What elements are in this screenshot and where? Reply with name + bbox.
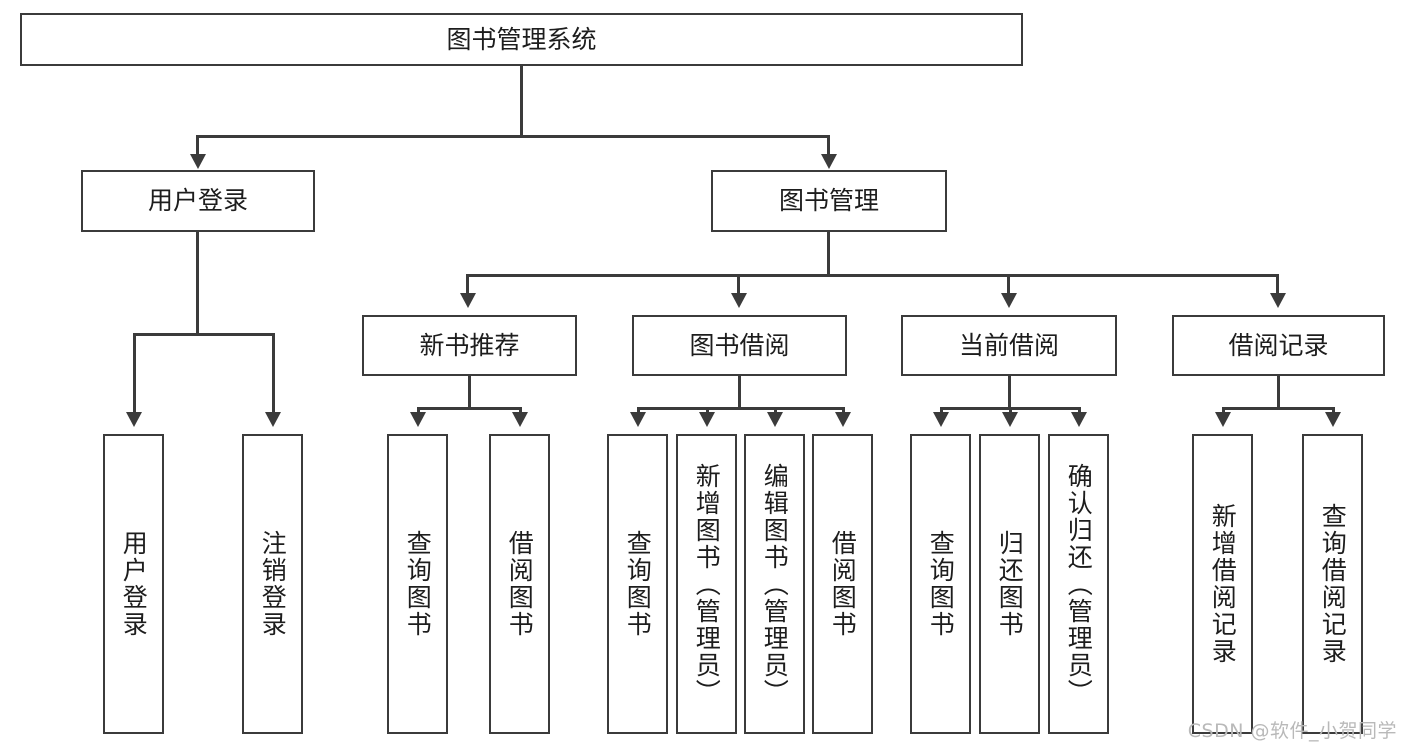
connector-current-borrow-trunk bbox=[1008, 376, 1011, 410]
connector-level3-bus bbox=[466, 274, 1279, 277]
connector-root-trunk bbox=[520, 66, 523, 137]
connector-to-borrow-record bbox=[1276, 274, 1279, 296]
node-leaf-user-login-label: 用户登录 bbox=[119, 530, 149, 638]
node-leaf-confirm-return[interactable]: 确认归还（管理员） bbox=[1048, 434, 1109, 734]
connector-root-to-user-login bbox=[196, 135, 199, 157]
node-borrow-record[interactable]: 借阅记录 bbox=[1172, 315, 1385, 376]
node-borrow-record-label: 借阅记录 bbox=[1228, 330, 1329, 360]
connector-cb-leaf1 bbox=[940, 407, 943, 415]
node-book-borrow-label: 图书借阅 bbox=[689, 330, 790, 360]
connector-br-leaf1 bbox=[1222, 407, 1225, 415]
node-leaf-borrow-book-2[interactable]: 借阅图书 bbox=[812, 434, 873, 734]
connector-borrow-record-trunk bbox=[1277, 376, 1280, 410]
node-leaf-borrow-book-2-label: 借阅图书 bbox=[828, 530, 858, 638]
node-leaf-return-book[interactable]: 归还图书 bbox=[979, 434, 1040, 734]
connector-bb-leaf2 bbox=[706, 407, 709, 415]
connector-nbr-leaf2 bbox=[519, 407, 522, 415]
arrowhead-leaf-return-book bbox=[1002, 412, 1018, 427]
connector-to-book-borrow bbox=[737, 274, 740, 296]
node-leaf-query-record[interactable]: 查询借阅记录 bbox=[1302, 434, 1363, 734]
connector-user-login-leaf1 bbox=[133, 333, 136, 415]
node-book-manage-label: 图书管理 bbox=[778, 186, 879, 215]
arrowhead-user-login bbox=[190, 154, 206, 169]
arrowhead-book-borrow bbox=[731, 293, 747, 308]
node-leaf-edit-book[interactable]: 编辑图书（管理员） bbox=[744, 434, 805, 734]
arrowhead-leaf-query-book-3 bbox=[933, 412, 949, 427]
arrowhead-book-manage bbox=[821, 154, 837, 169]
connector-book-borrow-trunk bbox=[738, 376, 741, 410]
arrowhead-leaf-query-book-1 bbox=[410, 412, 426, 427]
node-leaf-query-book-2[interactable]: 查询图书 bbox=[607, 434, 668, 734]
node-leaf-add-record-label: 新增借阅记录 bbox=[1208, 503, 1238, 665]
connector-root-bus bbox=[196, 135, 830, 138]
connector-user-login-trunk bbox=[196, 232, 199, 336]
node-root[interactable]: 图书管理系统 bbox=[20, 13, 1023, 66]
node-leaf-add-book-label: 新增图书（管理员） bbox=[692, 462, 722, 706]
arrowhead-leaf-borrow-book-2 bbox=[835, 412, 851, 427]
arrowhead-leaf-confirm-return bbox=[1071, 412, 1087, 427]
arrowhead-leaf-query-record bbox=[1325, 412, 1341, 427]
node-leaf-query-record-label: 查询借阅记录 bbox=[1318, 503, 1348, 665]
connector-book-borrow-bus bbox=[637, 407, 844, 410]
connector-nbr-leaf1 bbox=[417, 407, 420, 415]
node-user-login[interactable]: 用户登录 bbox=[81, 170, 315, 232]
connector-book-manage-trunk bbox=[827, 232, 830, 276]
arrowhead-leaf-user-login bbox=[126, 412, 142, 427]
node-leaf-user-logout-label: 注销登录 bbox=[258, 530, 288, 638]
connector-new-book-rec-bus bbox=[417, 407, 522, 410]
node-leaf-borrow-book-1[interactable]: 借阅图书 bbox=[489, 434, 550, 734]
connector-bb-leaf3 bbox=[774, 407, 777, 415]
node-leaf-borrow-book-1-label: 借阅图书 bbox=[505, 530, 535, 638]
connector-root-to-book-manage bbox=[827, 135, 830, 157]
connector-br-leaf2 bbox=[1332, 407, 1335, 415]
connector-cb-leaf2 bbox=[1009, 407, 1012, 415]
arrowhead-leaf-add-book bbox=[699, 412, 715, 427]
connector-new-book-rec-trunk bbox=[468, 376, 471, 410]
node-leaf-user-logout[interactable]: 注销登录 bbox=[242, 434, 303, 734]
node-new-book-rec[interactable]: 新书推荐 bbox=[362, 315, 577, 376]
arrowhead-leaf-borrow-book-1 bbox=[512, 412, 528, 427]
connector-to-current-borrow bbox=[1007, 274, 1010, 296]
arrowhead-new-book-rec bbox=[460, 293, 476, 308]
node-leaf-query-book-1-label: 查询图书 bbox=[403, 530, 433, 638]
node-user-login-label: 用户登录 bbox=[147, 186, 248, 215]
node-leaf-edit-book-label: 编辑图书（管理员） bbox=[760, 462, 790, 706]
connector-user-login-bus bbox=[133, 333, 275, 336]
node-leaf-add-record[interactable]: 新增借阅记录 bbox=[1192, 434, 1253, 734]
node-leaf-query-book-2-label: 查询图书 bbox=[623, 530, 653, 638]
node-book-borrow[interactable]: 图书借阅 bbox=[632, 315, 847, 376]
node-leaf-query-book-1[interactable]: 查询图书 bbox=[387, 434, 448, 734]
node-root-label: 图书管理系统 bbox=[446, 24, 597, 54]
node-current-borrow[interactable]: 当前借阅 bbox=[901, 315, 1117, 376]
watermark: CSDN @软件_小贺同学 bbox=[1187, 720, 1397, 742]
node-leaf-confirm-return-label: 确认归还（管理员） bbox=[1064, 462, 1094, 706]
node-book-manage[interactable]: 图书管理 bbox=[711, 170, 947, 232]
arrowhead-leaf-user-logout bbox=[265, 412, 281, 427]
node-leaf-query-book-3-label: 查询图书 bbox=[926, 530, 956, 638]
arrowhead-leaf-query-book-2 bbox=[630, 412, 646, 427]
connector-borrow-record-bus bbox=[1222, 407, 1335, 410]
arrowhead-leaf-edit-book bbox=[767, 412, 783, 427]
connector-bb-leaf1 bbox=[637, 407, 640, 415]
node-current-borrow-label: 当前借阅 bbox=[958, 330, 1059, 360]
arrowhead-leaf-add-record bbox=[1215, 412, 1231, 427]
connector-to-new-book-rec bbox=[466, 274, 469, 296]
arrowhead-current-borrow bbox=[1001, 293, 1017, 308]
connector-cb-leaf3 bbox=[1078, 407, 1081, 415]
node-leaf-query-book-3[interactable]: 查询图书 bbox=[910, 434, 971, 734]
node-leaf-return-book-label: 归还图书 bbox=[995, 530, 1025, 638]
node-new-book-rec-label: 新书推荐 bbox=[419, 330, 520, 360]
arrowhead-borrow-record bbox=[1270, 293, 1286, 308]
connector-bb-leaf4 bbox=[842, 407, 845, 415]
node-leaf-add-book[interactable]: 新增图书（管理员） bbox=[676, 434, 737, 734]
connector-user-login-leaf2 bbox=[272, 333, 275, 415]
node-leaf-user-login[interactable]: 用户登录 bbox=[103, 434, 164, 734]
